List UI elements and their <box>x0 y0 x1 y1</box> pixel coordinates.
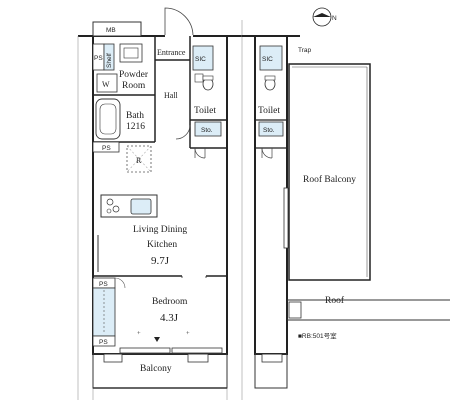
mirror-unit: SIC Toilet Sto. <box>242 35 300 389</box>
bath-size-label: 1216 <box>126 122 145 132</box>
sto-label: Sto. <box>201 127 213 134</box>
bathtub <box>95 98 121 140</box>
shelf-label: Shelf <box>106 53 113 68</box>
burner-icon <box>106 198 114 206</box>
trap-label: Trap <box>298 47 312 54</box>
bedroom-size-label: 4.3J <box>160 312 179 324</box>
mirror-sic-label: SIC <box>262 56 273 63</box>
burner-icon <box>112 205 120 213</box>
sic-label: SIC <box>195 56 206 63</box>
mirror-toilet-label: Toilet <box>258 106 280 116</box>
shelf <box>103 43 115 71</box>
balcony-label: Balcony <box>140 364 172 374</box>
powder-room: PS Shelf W Powder Room <box>92 43 149 93</box>
entry-arrow-icon <box>154 337 160 342</box>
toilet-label: Toilet <box>194 106 216 116</box>
mb-label: MB <box>106 27 116 34</box>
rb-note: ■RB:501号室 <box>298 331 337 340</box>
ps-bed2-label: PS <box>99 339 108 346</box>
entrance-door <box>164 7 194 37</box>
kitchen-counter <box>100 194 158 218</box>
ldk: Living Dining Kitchen 9.7J <box>97 225 187 272</box>
ps-bed1-label: PS <box>99 281 108 288</box>
entrance-area: Entrance SIC Hall <box>157 45 214 100</box>
washer-label: W <box>102 80 110 89</box>
bedroom: PS PS Bedroom 4.3J + + <box>92 274 207 347</box>
compass-icon: N <box>312 7 337 27</box>
sic-closet <box>192 45 214 71</box>
ps-top-label: PS <box>94 55 103 62</box>
compass-north-label: N <box>332 15 337 22</box>
ldk-label-2: Kitchen <box>147 240 177 250</box>
kitchen-sink <box>130 198 152 215</box>
outdoor: Trap Roof Balcony Roof ■RB:501号室 <box>287 47 450 340</box>
fridge-space: R <box>126 145 152 173</box>
roof-balcony-label: Roof Balcony <box>303 174 356 185</box>
balcony: Balcony <box>92 353 228 389</box>
ldk-size-label: 9.7J <box>151 255 170 267</box>
burner-icon <box>106 208 112 214</box>
sink-cabinet <box>119 43 143 63</box>
ldk-label-1: Living Dining <box>133 225 187 235</box>
roof-balcony-area <box>288 63 371 281</box>
ps-mid-label: PS <box>102 145 111 152</box>
hall-label: Hall <box>164 91 179 100</box>
svg-text:+: + <box>137 330 141 337</box>
fridge-label: R <box>136 156 142 165</box>
powder-room-label-2: Room <box>122 81 146 91</box>
svg-text:+: + <box>186 330 190 337</box>
bedroom-label: Bedroom <box>152 297 188 307</box>
entrance-label: Entrance <box>157 48 186 57</box>
bath-label: Bath <box>126 111 144 121</box>
washer-space <box>96 73 118 93</box>
mb-box: MB <box>92 21 142 37</box>
toilet-room: Toilet Sto. <box>175 73 222 159</box>
roof-label: Roof <box>325 295 345 306</box>
bathroom: Bath 1216 PS <box>92 98 145 153</box>
sto-closet <box>194 121 222 137</box>
powder-room-label-1: Powder <box>119 70 149 80</box>
mirror-sto-label: Sto. <box>263 127 275 134</box>
interior-walls <box>93 36 227 277</box>
